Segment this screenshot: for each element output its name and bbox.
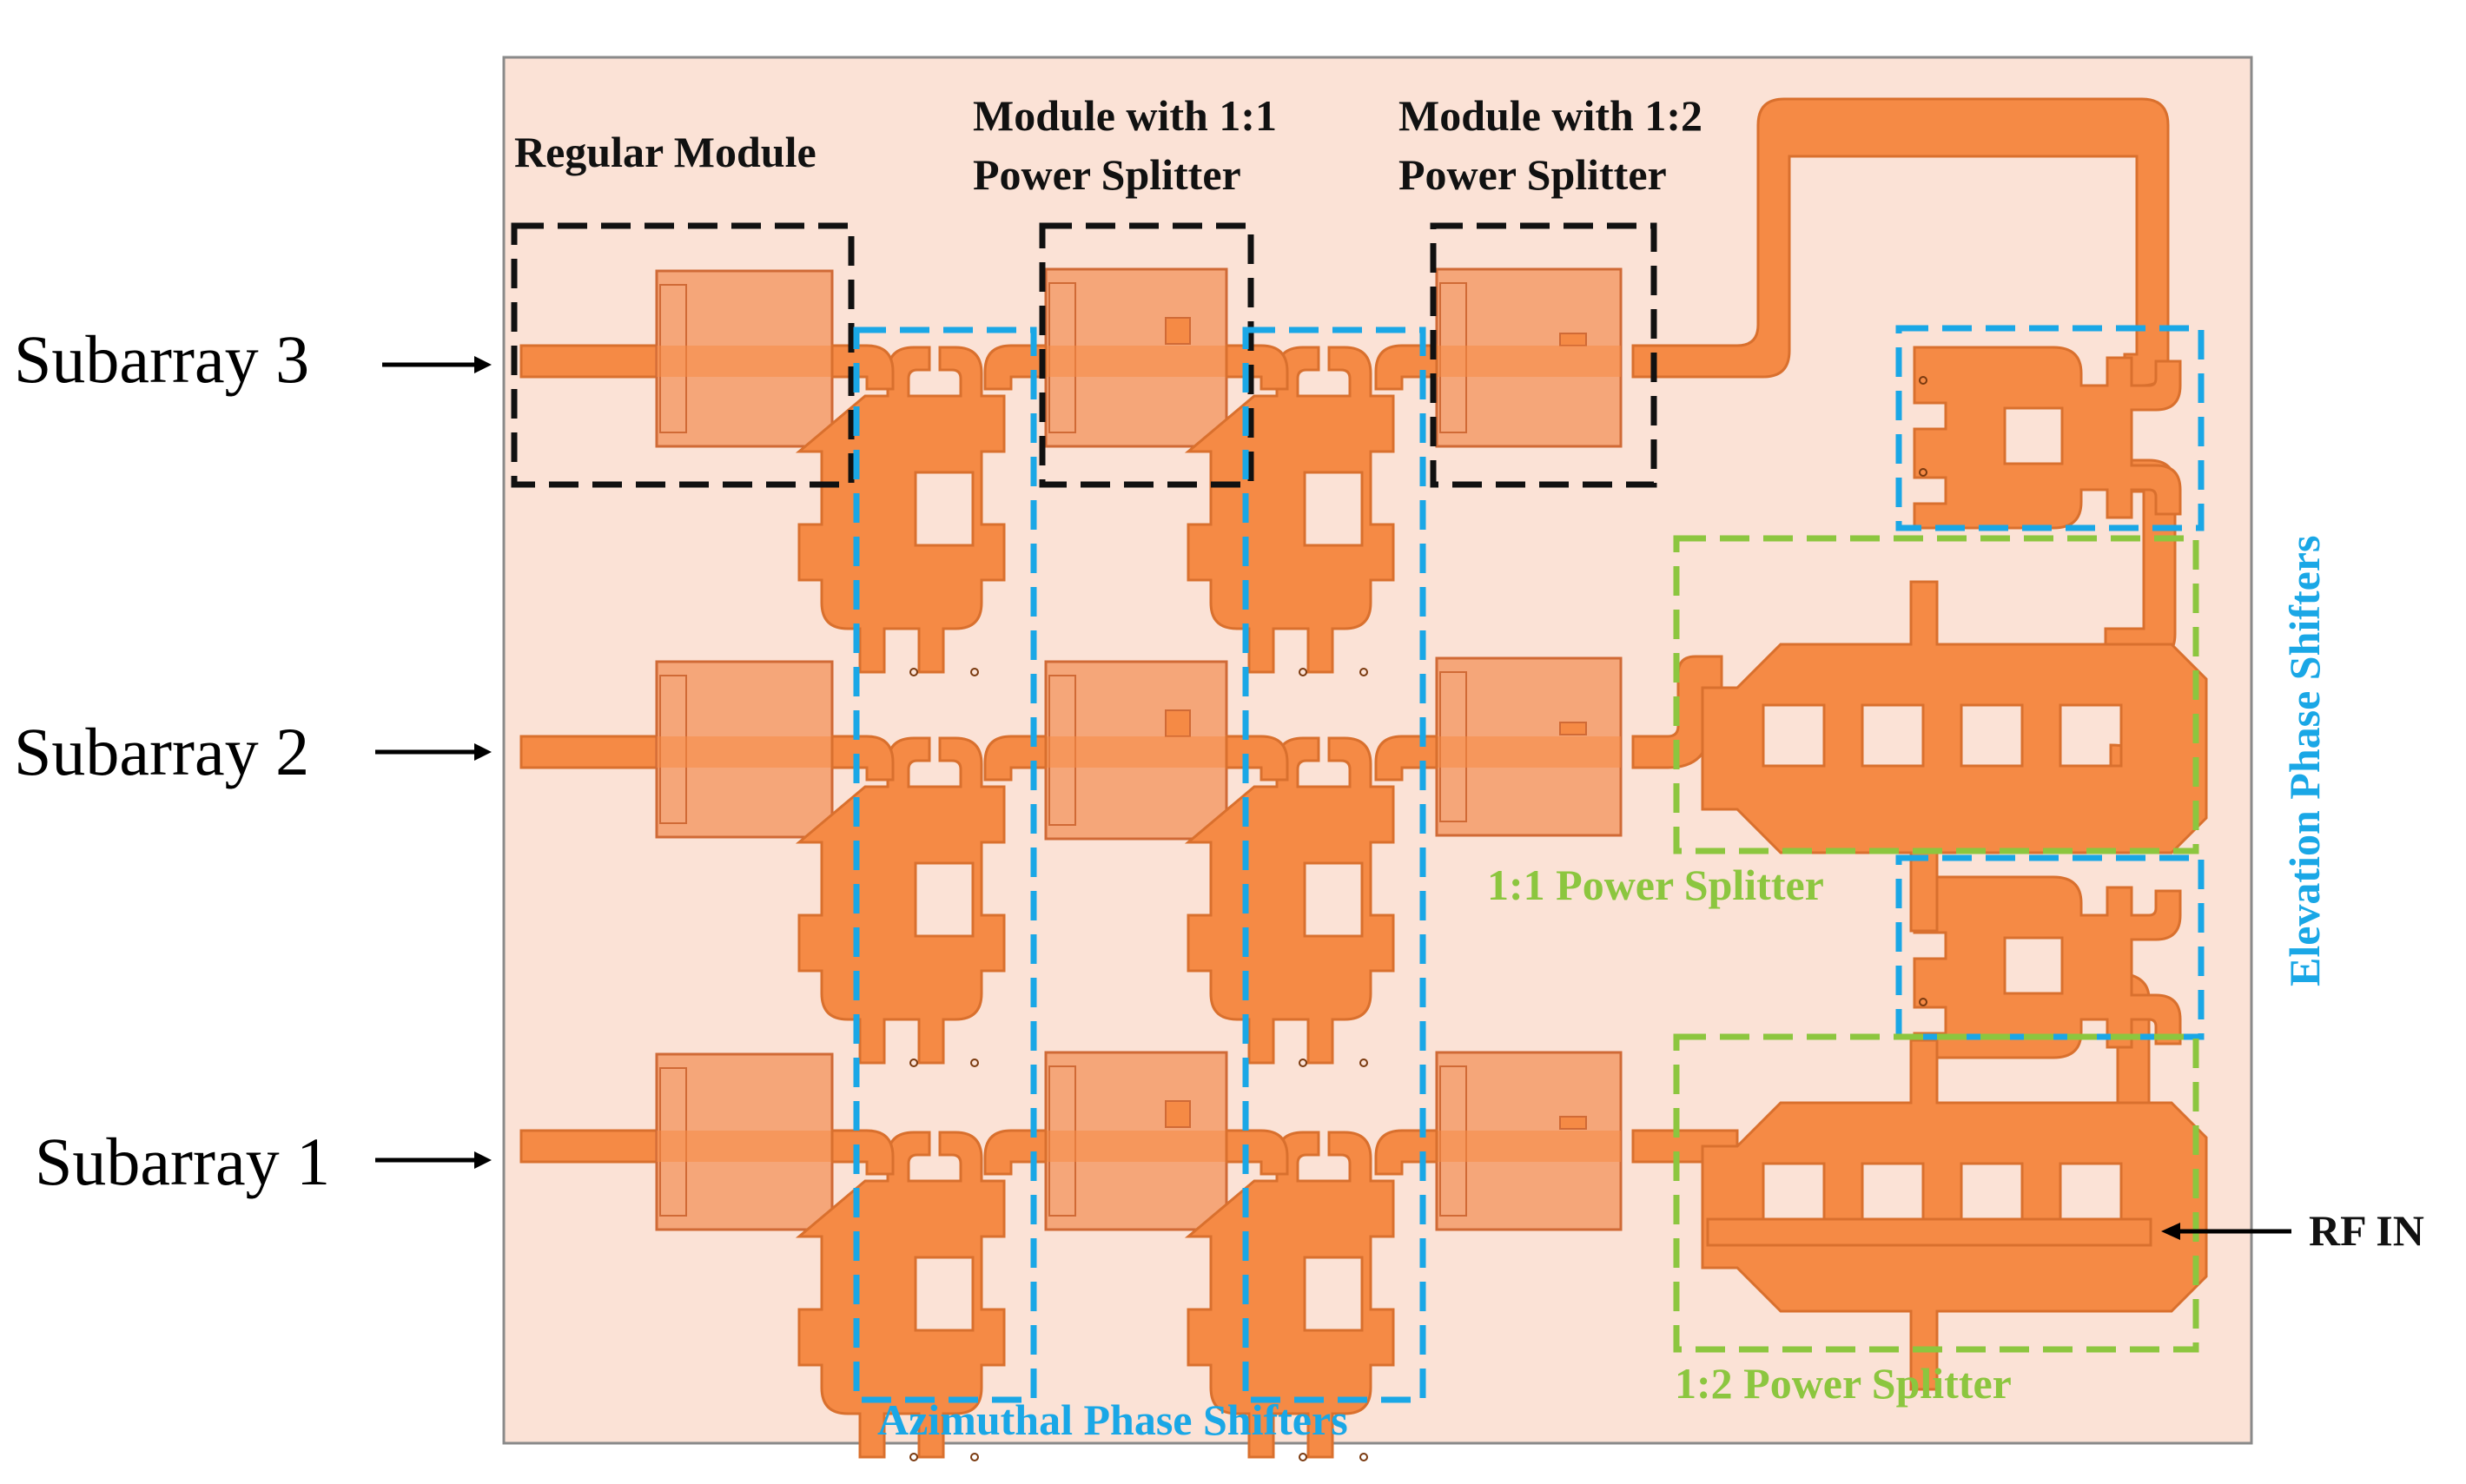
label-splitter-1-1: 1:1 Power Splitter: [1487, 861, 1824, 909]
label-elevation: Elevation Phase Shifters: [2280, 536, 2329, 986]
module-1-2-box: [1430, 222, 1657, 488]
regular-module-box: [511, 222, 855, 488]
module-traces: [657, 346, 1621, 1162]
label-splitter-1-2: 1:2 Power Splitter: [1675, 1359, 2012, 1408]
label-subarray-3: Subarray 3: [14, 321, 309, 397]
label-module-12-line1: Module with 1:2: [1398, 91, 1702, 140]
subarray-arrows: [375, 356, 492, 1169]
splitter-boxes: [1673, 535, 2199, 1353]
label-rf-in: RF IN: [2309, 1206, 2424, 1255]
module-1-1-box: [1039, 222, 1254, 488]
rf-in-feed: [1706, 1217, 2152, 1247]
label-subarray-2: Subarray 2: [14, 714, 309, 789]
label-azimuthal: Azimuthal Phase Shifters: [877, 1395, 1348, 1444]
label-module-11-line2: Power Splitter: [973, 150, 1241, 199]
shifter-connectors: [830, 344, 1438, 1176]
label-subarray-1: Subarray 1: [35, 1124, 330, 1199]
rf-in-arrow: [2161, 1223, 2291, 1240]
label-module-11-line1: Module with 1:1: [973, 91, 1277, 140]
label-module-12-line2: Power Splitter: [1398, 150, 1667, 199]
azimuthal-boxes: [853, 326, 1426, 1403]
label-regular-module: Regular Module: [514, 128, 816, 176]
